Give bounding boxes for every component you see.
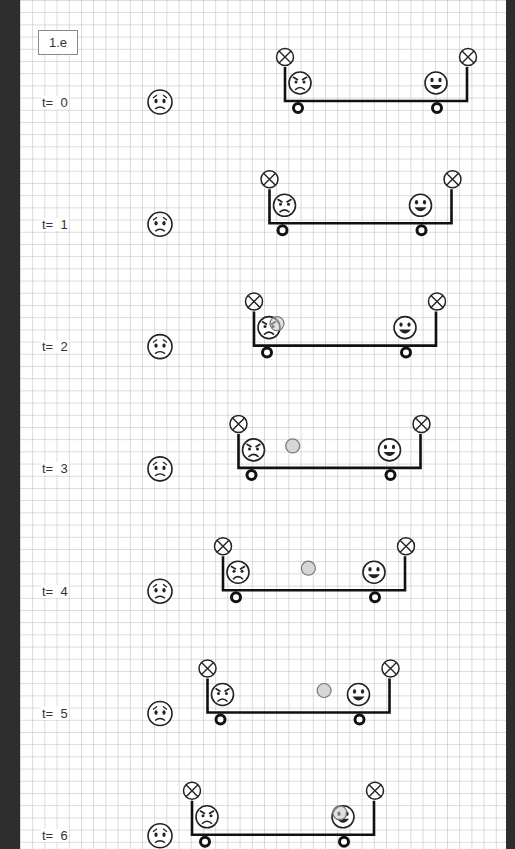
cart-frame <box>192 801 374 835</box>
wheel <box>216 715 225 724</box>
time-label: t= 1 <box>41 218 69 231</box>
ball <box>333 806 347 820</box>
wheel <box>247 470 256 479</box>
cart-frame <box>254 312 436 346</box>
cross-marker <box>261 171 278 188</box>
angry-face <box>243 439 265 461</box>
observer-face <box>148 212 172 236</box>
angry-face <box>196 806 218 828</box>
angry-face <box>289 72 311 94</box>
wheel <box>201 837 210 846</box>
cross-marker <box>215 538 232 555</box>
wheel <box>232 593 241 602</box>
happy-face <box>425 72 447 94</box>
time-label: t= 2 <box>41 340 69 353</box>
angry-face <box>274 194 296 216</box>
angry-face <box>212 684 234 706</box>
time-label: t= 5 <box>41 707 69 720</box>
paper <box>20 0 506 849</box>
cross-marker <box>199 660 216 677</box>
observer-face <box>148 824 172 848</box>
time-label: t= 4 <box>41 585 69 598</box>
ball <box>286 439 300 453</box>
cart-frame <box>223 556 405 590</box>
wheel <box>278 226 287 235</box>
happy-face <box>363 561 385 583</box>
wheel <box>294 104 303 113</box>
observer-face <box>148 579 172 603</box>
cross-marker <box>444 171 461 188</box>
cross-marker <box>429 293 446 310</box>
happy-face <box>394 317 416 339</box>
observer-face <box>148 457 172 481</box>
time-label: t= 6 <box>41 829 69 842</box>
wheel <box>371 593 380 602</box>
angry-face <box>227 561 249 583</box>
time-label: t= 3 <box>41 462 69 475</box>
cross-marker <box>398 538 415 555</box>
cart-frame <box>285 67 467 101</box>
cross-marker <box>367 782 384 799</box>
observer-face <box>148 702 172 726</box>
happy-face <box>410 194 432 216</box>
cart-frame <box>270 189 452 223</box>
observer-face <box>148 335 172 359</box>
grid <box>20 0 506 849</box>
cross-marker <box>413 415 430 432</box>
cross-marker <box>246 293 263 310</box>
ball <box>301 561 315 575</box>
wheel <box>433 104 442 113</box>
happy-face <box>332 806 354 828</box>
ball <box>317 684 331 698</box>
happy-face <box>348 684 370 706</box>
wheel <box>340 837 349 846</box>
wheel <box>263 348 272 357</box>
cross-marker <box>460 49 477 66</box>
cross-marker <box>277 49 294 66</box>
wheel <box>386 470 395 479</box>
cart-frame <box>208 679 390 713</box>
wheel <box>417 226 426 235</box>
cross-marker <box>230 415 247 432</box>
happy-face <box>379 439 401 461</box>
cart-frame <box>239 434 421 468</box>
wheel <box>355 715 364 724</box>
ball <box>270 317 284 331</box>
figure-label: 1.e <box>49 36 67 49</box>
wheel <box>402 348 411 357</box>
title-box: 1.e <box>38 30 78 55</box>
cross-marker <box>184 782 201 799</box>
time-label: t= 0 <box>41 96 69 109</box>
observer-face <box>148 90 172 114</box>
cross-marker <box>382 660 399 677</box>
